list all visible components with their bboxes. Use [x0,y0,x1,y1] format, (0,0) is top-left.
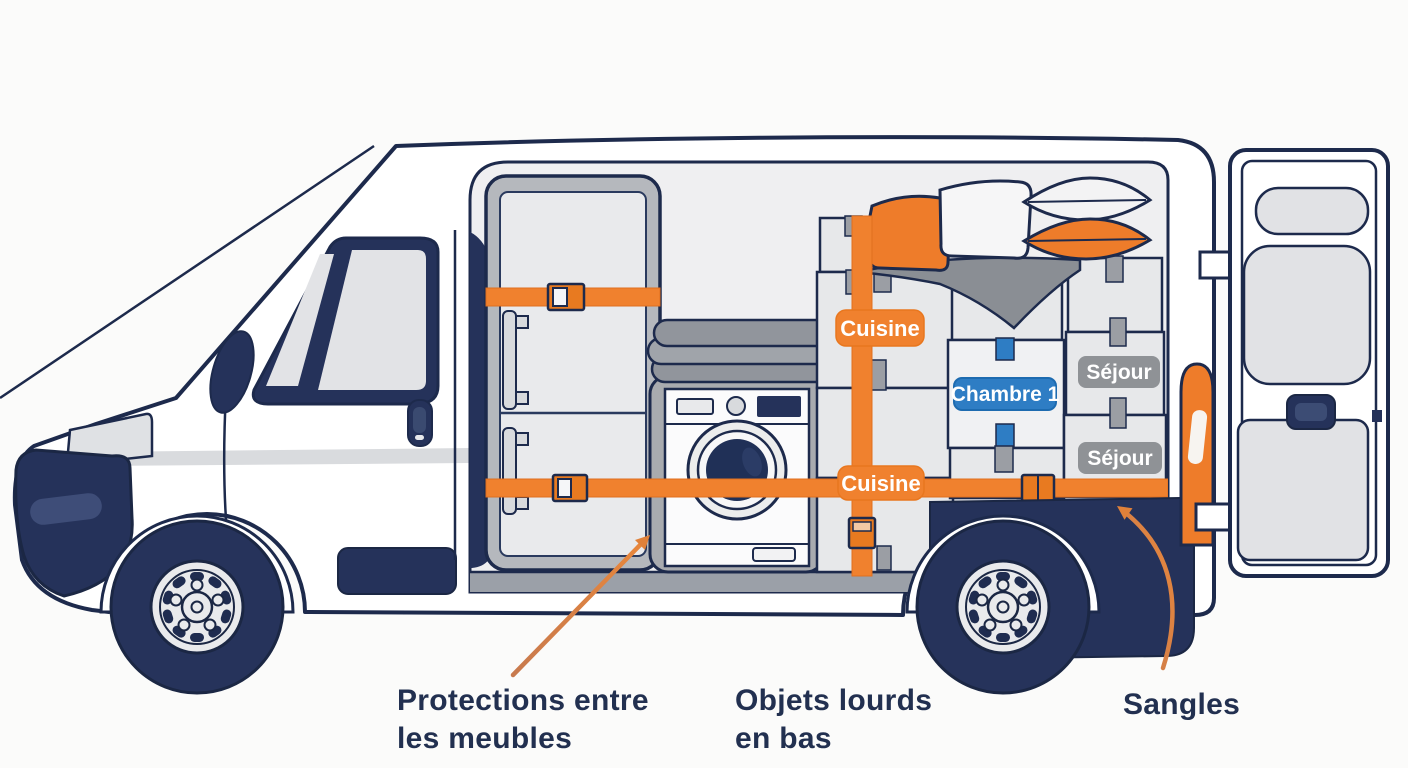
side-mirror [209,330,255,414]
box-label-cuisine-lower: Cuisine [837,465,925,501]
washer-detergent-drawer [676,398,714,415]
box-label-sejour-lower: Séjour [1078,442,1162,474]
gray-blanket-drape [857,256,1082,330]
washer-display [757,396,801,417]
caption-objets: Objets lourds en bas [735,684,932,755]
hinge-top [1198,250,1232,280]
caption-objets-line2: en bas [735,722,832,755]
box-label-sejour-upper-text: Séjour [1086,361,1151,384]
washer-kick-drawer [752,547,796,562]
front-wheel [99,514,295,695]
cab-window-main-glass [318,250,426,390]
box-label-cuisine-lower-text: Cuisine [841,471,920,496]
blue-tape [995,337,1015,361]
caption-objets-line1: Objets lourds [735,684,932,717]
strap-buckle [551,473,589,503]
box-label-sejour-upper: Séjour [1078,356,1160,388]
hinge-bottom [1194,502,1232,532]
rear-door-lower-panel [1236,418,1370,562]
box-label-cuisine-upper-text: Cuisine [840,316,919,341]
caption-protections: Protections entre les meubles [397,684,649,755]
caption-protections-line2: les meubles [397,722,572,755]
rear-door [1194,148,1390,578]
strap-buckle [546,282,586,312]
caption-protections-line1: Protections entre [397,684,649,717]
headlight [30,493,102,525]
horizontal-strap-lower [485,478,1168,498]
rear-bolts [975,578,1031,632]
arrow-protections [510,535,650,678]
cushion-white [1021,176,1153,222]
washer-drum-highlight [742,447,762,477]
box-tape [994,445,1014,473]
front-bolts [169,578,225,632]
cab-window-vent-glass [266,254,334,386]
rear-wheel [905,514,1101,695]
blue-tape [995,423,1015,449]
rear-door-mid-panel [1242,244,1372,386]
box-tape [1105,255,1127,429]
washing-machine [648,374,826,574]
pillow-orange [867,194,952,272]
box-label-chambre-text: Chambre 1 [951,383,1060,406]
box [815,386,955,480]
fridge-front [499,191,647,557]
a-pillar-line [0,144,375,400]
cab-window [209,236,440,447]
strap-buckle [1020,473,1056,503]
cargo-contents: Cuisine Cuisine Chambre 1 Séjour Séjour [470,174,1168,592]
strap-buckle [847,516,877,550]
fridge [484,174,662,572]
mattress-orange [1179,362,1215,547]
fridge-handle-upper [502,310,529,410]
pillow-white [938,179,1033,260]
cushion-orange [1021,217,1153,261]
door-lock [1372,410,1382,422]
caption-sangles: Sangles [1123,688,1240,721]
box-label-cuisine-upper: Cuisine [835,309,925,347]
belt-stripe [96,448,470,466]
rear-door-inner-frame [1240,159,1378,567]
rocker-panel [337,547,457,595]
box-label-chambre: Chambre 1 [951,377,1060,411]
washer-knob [726,396,746,416]
arrow-sangles [1117,506,1175,671]
rear-door-window [1254,186,1370,236]
rear-door-handle [1286,394,1336,430]
blankets-stack [646,318,846,384]
cab-door-handle [407,399,433,447]
box-label-sejour-lower-text: Séjour [1087,447,1152,470]
